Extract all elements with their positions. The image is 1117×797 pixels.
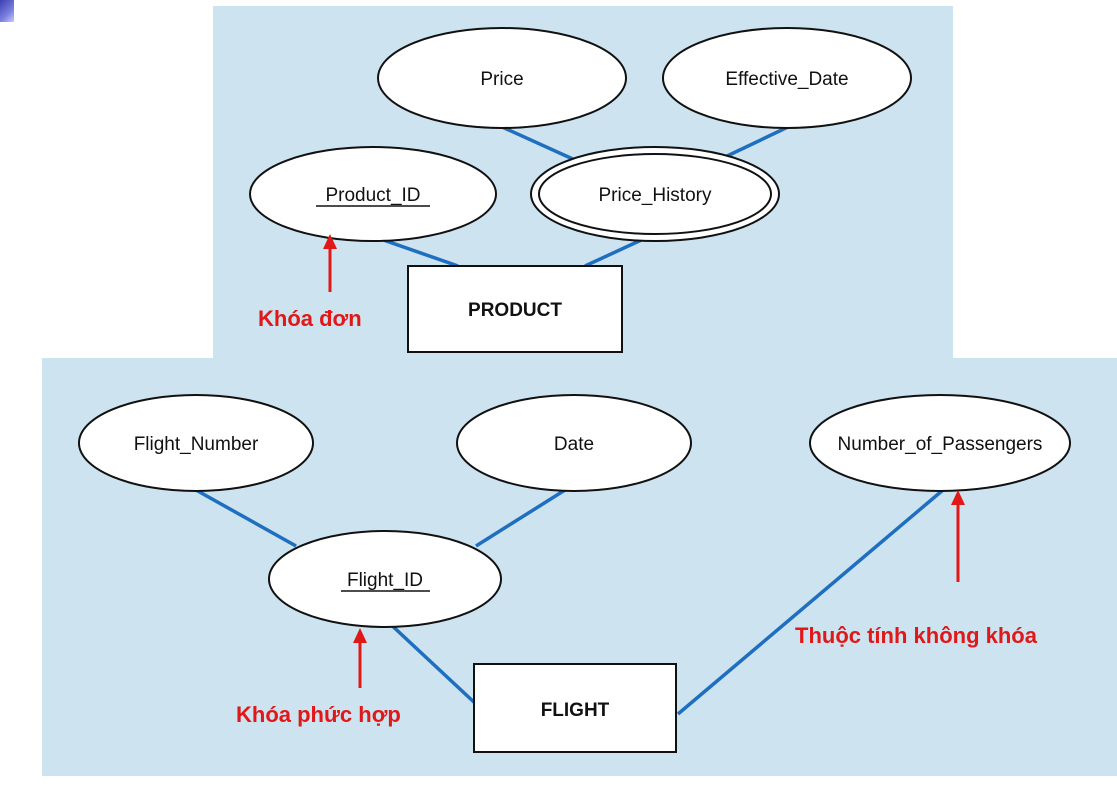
arrow-head xyxy=(951,490,965,505)
attribute-effective-date-label: Effective_Date xyxy=(725,69,848,90)
attribute-number-of-passengers-label: Number_of_Passengers xyxy=(838,434,1043,455)
attribute-number-of-passengers: Number_of_Passengers xyxy=(809,394,1071,492)
edge-number-of-passengers-to-flight xyxy=(676,488,945,716)
attribute-date-label: Date xyxy=(554,434,594,455)
attribute-price-label: Price xyxy=(480,69,523,90)
entity-flight-label: FLIGHT xyxy=(541,700,610,721)
non-key-attribute-annotation: Thuộc tính không khóa xyxy=(795,490,1038,648)
attribute-flight-number: Flight_Number xyxy=(78,394,314,492)
non-key-attribute-label: Thuộc tính không khóa xyxy=(795,623,1038,648)
composite-key-attribute-flight-id: Flight_ID xyxy=(268,530,502,628)
entity-product-label: PRODUCT xyxy=(468,300,562,321)
entity-flight: FLIGHT xyxy=(473,663,677,753)
arrow-head xyxy=(353,628,367,643)
multivalued-attribute-price-history: Price_History xyxy=(530,146,780,242)
slide-corner-mark xyxy=(0,0,14,22)
edge-flight-number-to-flight-id xyxy=(195,488,297,548)
key-attribute-product-id-label: Product_ID xyxy=(325,185,420,206)
attribute-date: Date xyxy=(456,394,692,492)
edge-effective-date-to-price-history xyxy=(724,124,791,159)
attribute-flight-number-label: Flight_Number xyxy=(134,434,259,455)
composite-key-attribute-flight-id-label: Flight_ID xyxy=(347,570,423,591)
entity-product: PRODUCT xyxy=(407,265,623,353)
arrow-head xyxy=(323,234,337,249)
attribute-price: Price xyxy=(377,27,627,129)
edge-price-to-price-history xyxy=(499,124,576,162)
edge-flight-id-to-flight xyxy=(384,618,478,706)
edge-date-to-flight-id xyxy=(475,488,566,548)
composite-key-label: Khóa phức hợp xyxy=(236,702,401,727)
multivalued-attribute-price-history-label: Price_History xyxy=(599,185,712,206)
single-key-annotation: Khóa đơn xyxy=(258,234,362,331)
attribute-effective-date: Effective_Date xyxy=(662,27,912,129)
key-attribute-product-id: Product_ID xyxy=(249,146,497,242)
single-key-label: Khóa đơn xyxy=(258,306,362,331)
composite-key-annotation: Khóa phức hợp xyxy=(236,628,401,727)
